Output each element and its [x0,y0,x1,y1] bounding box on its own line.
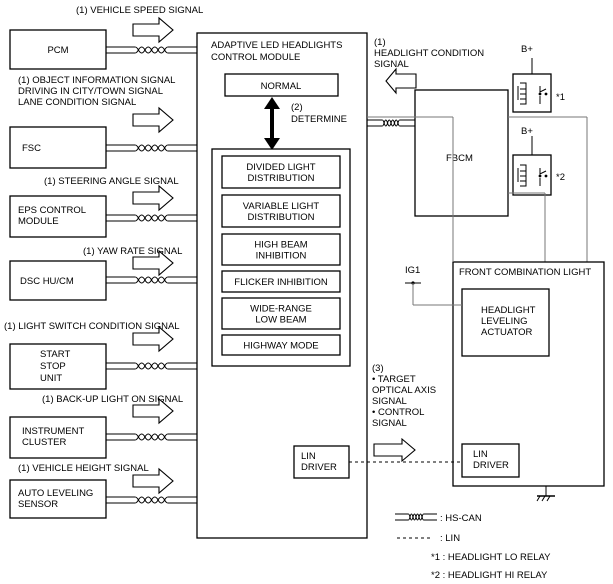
legend-note-hi-relay: *2 : HEADLIGHT HI RELAY [431,570,548,581]
mode-box-0 [221,155,341,189]
relay-hi-icon [512,136,552,196]
headlight-leveling-actuator-box [461,288,550,357]
signal-label-back-up-light: (1) BACK-UP LIGHT ON SIGNAL [42,394,183,405]
ig1-wiring [405,281,462,306]
mode-box-2 [221,233,341,266]
fbcm-twisted-pair [367,119,415,127]
input-arrow-0 [132,16,174,44]
fbcm-label: FBCM [446,153,473,164]
hs-can-twisted-pair-2 [106,214,197,222]
ecu-label-pcm: PCM [47,45,68,56]
ecu-box-start-stop [9,343,107,390]
hs-can-twisted-pair-4 [106,362,197,370]
front-combination-light-title: FRONT COMBINATION LIGHT [459,267,591,278]
input-arrow-3 [132,249,174,277]
mode-box-1 [221,194,341,228]
ecu-box-fsc [9,126,107,169]
signal-label-steering-angle: (1) STEERING ANGLE SIGNAL [44,176,179,187]
ecu-box-pcm [9,29,107,70]
input-signal-arrows [132,16,174,495]
ecu-box-auto-leveling-sensor [9,479,107,519]
determine-double-arrow [264,97,280,150]
ecu-box-instrument-cluster [9,416,107,459]
headlight-condition-arrow [385,67,417,95]
ground-symbol [536,486,555,502]
mode-label-3: FLICKER INHIBITION [234,277,328,288]
mode-box-4 [221,297,341,330]
ecu-box-dsc [9,260,107,301]
normal-mode-box [224,73,339,97]
legend-twisted-pair [395,513,437,521]
relay-hi-mark: *2 [556,172,565,183]
legend-note-lo-relay: *1 : HEADLIGHT LO RELAY [431,552,551,563]
signal-label-vehicle-height: (1) VEHICLE HEIGHT SIGNAL [18,463,149,474]
target-optical-axis-signal-arrow [373,437,416,463]
relay-lo-icon [512,58,552,113]
ecu-label-dsc: DSC HU/CM [20,276,74,287]
fbcm-box [414,89,509,217]
hs-can-twisted-pair-5 [106,433,197,441]
mode-box-3 [221,270,341,293]
ecu-box-eps [9,195,107,238]
determine-label: (2)DETERMINE [291,102,347,125]
relay-lo-power-label: B+ [521,44,533,55]
module-lin-driver-box [293,445,350,479]
hs-can-twisted-pair-6 [106,496,197,504]
input-arrow-6 [132,467,174,495]
mode-box-5 [221,334,341,356]
legend-hs-can-label: : HS-CAN [440,513,482,524]
hs-can-twisted-pair-0 [106,46,197,54]
hs-can-twisted-pair-1 [106,144,197,152]
input-arrow-1 [132,106,174,134]
relay-lo-mark: *1 [556,92,565,103]
hs-can-twisted-pair-3 [106,276,197,284]
input-arrow-2 [132,184,174,212]
legend-hs-can-symbol [395,513,437,521]
input-arrow-5 [132,397,174,425]
relay-output-wiring [508,116,588,262]
signal-label-vehicle-speed: (1) VEHICLE SPEED SIGNAL [76,5,203,16]
signal-label-light-switch: (1) LIGHT SWITCH CONDITION SIGNAL [4,321,180,332]
hs-can-connections [106,46,197,504]
normal-mode-label: NORMAL [261,81,302,92]
relay-hi-power-label: B+ [521,126,533,137]
legend-lin-label: : LIN [440,533,460,544]
mode-label-5: HIGHWAY MODE [243,341,318,352]
ecu-label-fsc: FSC [22,143,41,154]
ig1-label: IG1 [405,265,420,276]
input-arrow-4 [132,325,174,353]
fbcm-hs-can-connection [367,119,415,127]
signal-label-yaw-rate: (1) YAW RATE SIGNAL [83,246,182,257]
front-lin-driver-box [461,443,520,478]
